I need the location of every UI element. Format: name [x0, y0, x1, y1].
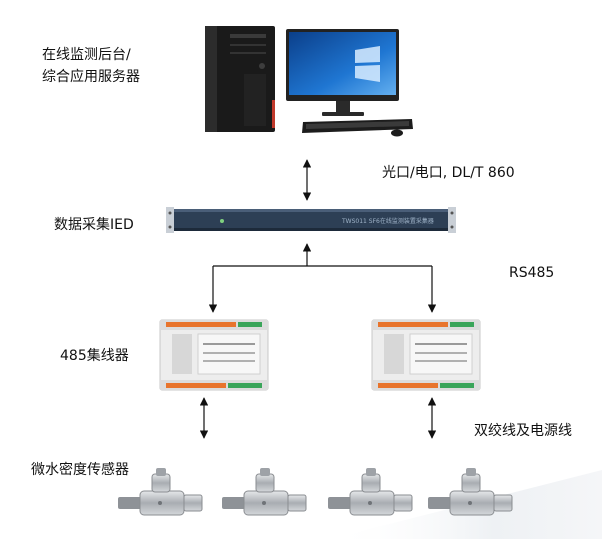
concentrator-module-2: [371, 319, 481, 391]
sensor-2: [222, 468, 307, 516]
ied-device: TWS011 SF6在线监测装置采集器: [166, 207, 456, 233]
concentrator-label: 485集线器: [60, 348, 129, 364]
server-label-line1: 在线监测后台/: [42, 47, 131, 63]
mouse: [391, 129, 403, 137]
cable-label: 双绞线及电源线: [474, 423, 572, 439]
ied-label: 数据采集IED: [54, 217, 134, 233]
server-label-line2: 综合应用服务器: [42, 69, 140, 85]
sensor-4: [428, 468, 513, 516]
sensor-label: 微水密度传感器: [31, 462, 129, 478]
link-top-label: 光口/电口, DL/T 860: [382, 165, 515, 181]
rs485-bus: [208, 243, 437, 313]
server-label: 在线监测后台/ 综合应用服务器: [42, 44, 140, 88]
concentrator-module-1: [159, 319, 269, 391]
pc-tower: [205, 26, 275, 132]
ied-panel-text: TWS011 SF6在线监测装置采集器: [341, 217, 434, 225]
keyboard: [302, 119, 413, 133]
sensor-1: [118, 468, 203, 516]
rs485-label: RS485: [509, 265, 555, 281]
monitor: [286, 29, 399, 116]
sensor-3: [328, 468, 413, 516]
